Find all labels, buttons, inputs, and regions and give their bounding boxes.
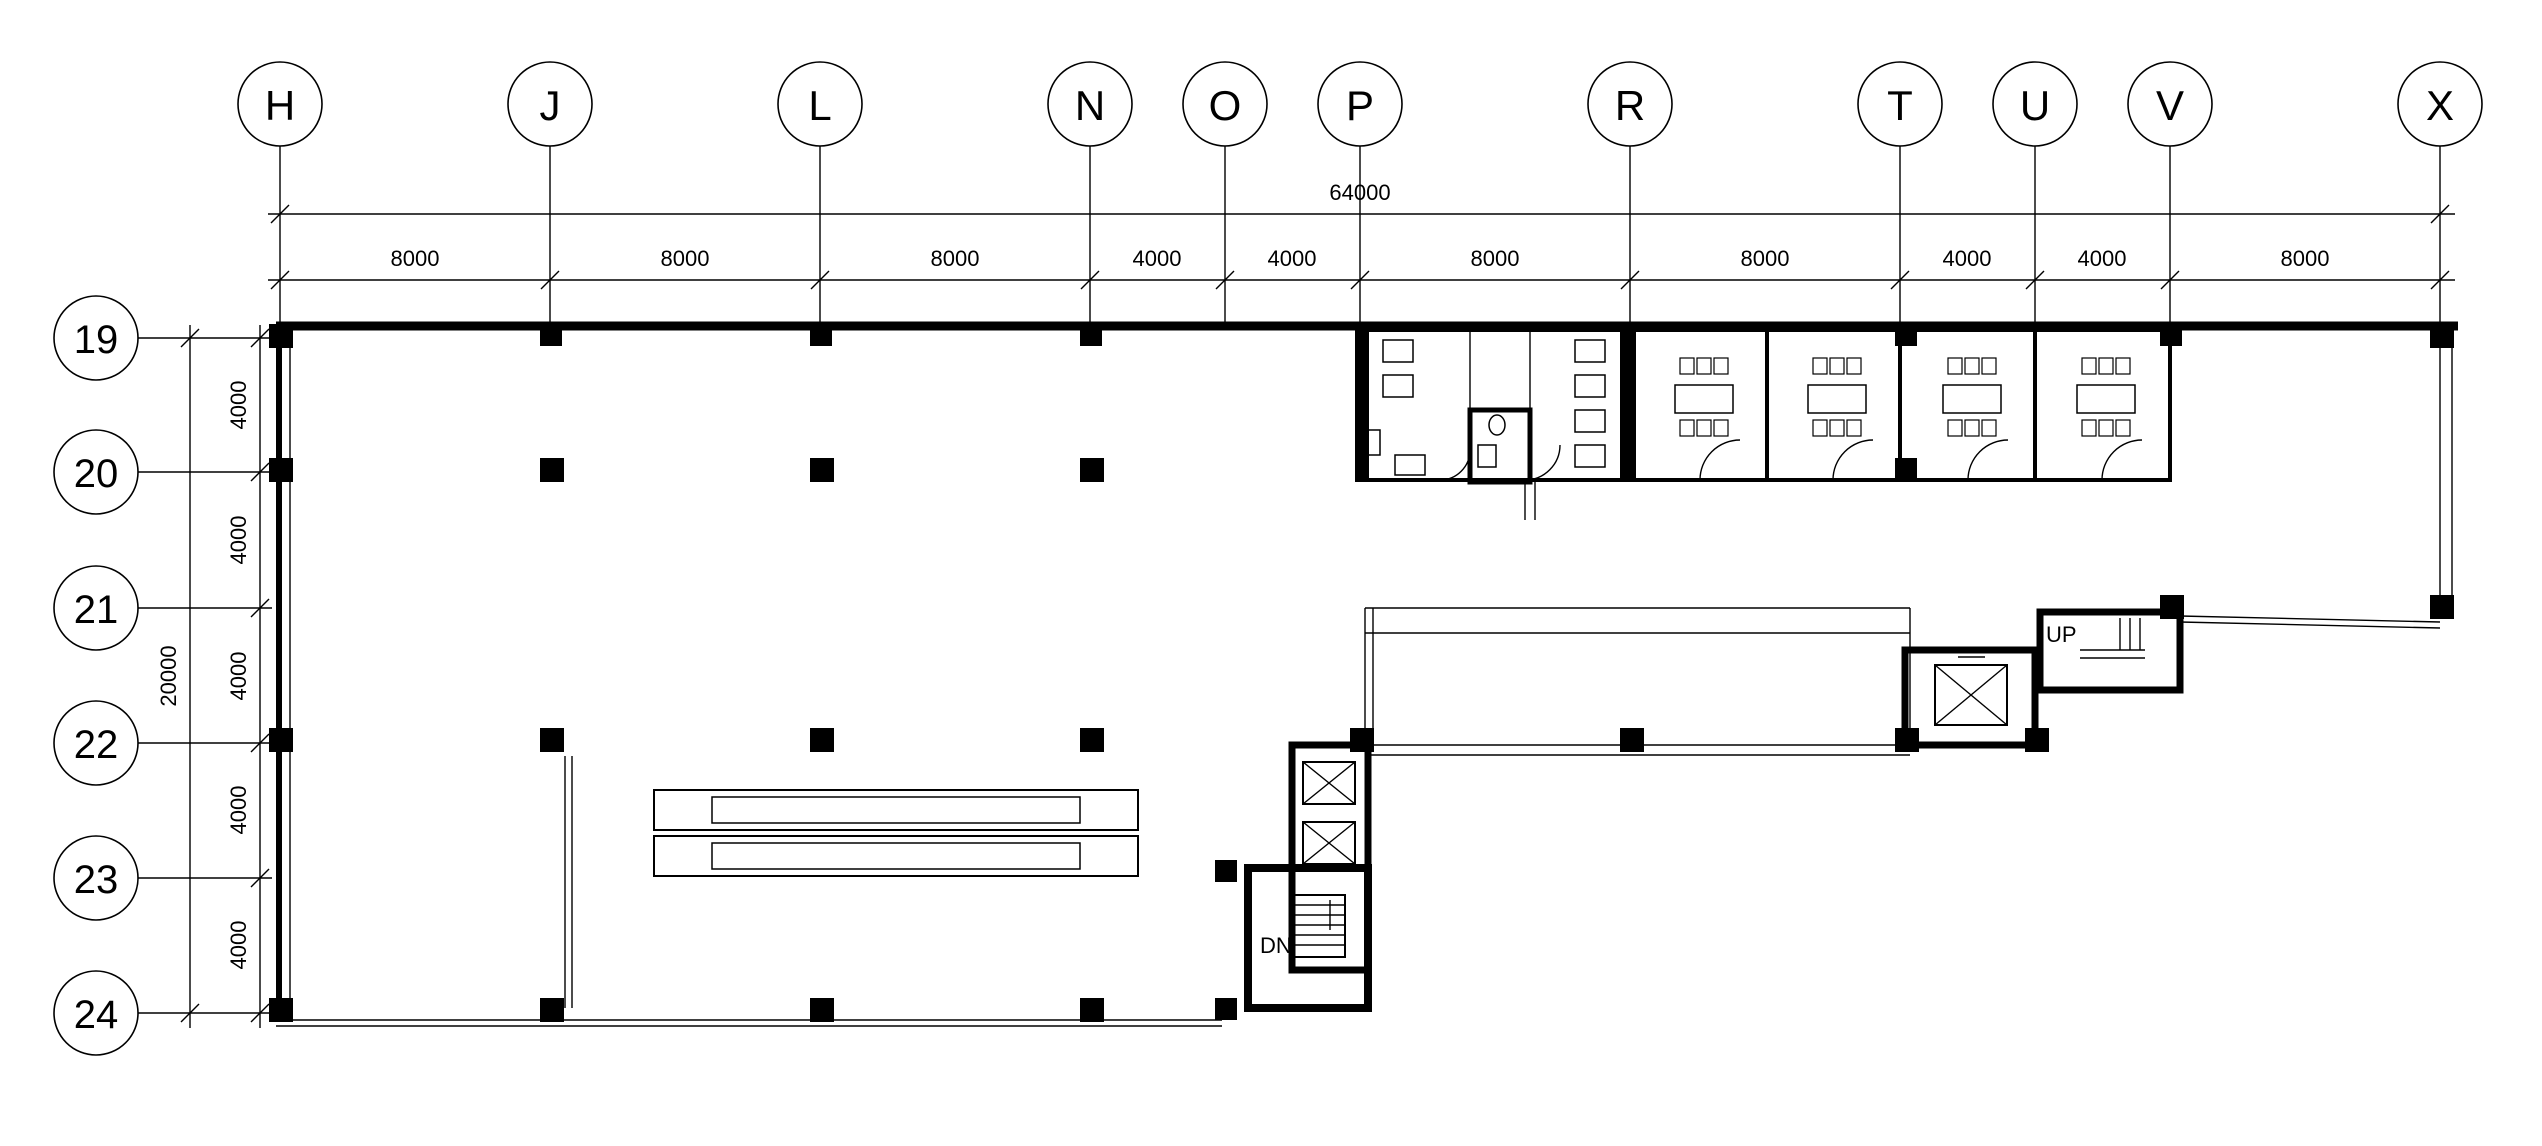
dim-22-23: 4000 <box>226 786 251 835</box>
dim-overall-width: 64000 <box>1329 180 1390 205</box>
escalators <box>653 789 1139 877</box>
column <box>540 728 564 752</box>
column <box>1215 998 1237 1020</box>
dim-21-22: 4000 <box>226 652 251 701</box>
dim-P-R: 8000 <box>1471 246 1520 271</box>
column <box>1895 458 1917 480</box>
grid-bubble-P: P <box>1317 61 1403 330</box>
grid-bubble-23: 23 <box>53 835 272 921</box>
top-dim-ticks <box>270 270 2450 290</box>
column <box>1620 728 1644 752</box>
column <box>2430 324 2454 348</box>
grid-label-24: 24 <box>74 993 119 1037</box>
column <box>269 728 293 752</box>
meeting-room-3 <box>1898 328 2037 482</box>
meeting-room-4 <box>2033 328 2172 482</box>
dim-20-21: 4000 <box>226 516 251 565</box>
grid-label-O: O <box>1209 82 1242 129</box>
dim-23-24: 4000 <box>226 921 251 970</box>
grid-bubble-21: 21 <box>53 565 272 651</box>
column <box>269 458 293 482</box>
east-stair <box>2036 608 2184 694</box>
column <box>2025 728 2049 752</box>
column <box>1215 860 1237 882</box>
dim-U-V: 4000 <box>2078 246 2127 271</box>
grid-label-N: N <box>1075 82 1105 129</box>
grid-bubble-X: X <box>2397 61 2483 330</box>
column <box>810 728 834 752</box>
stair-down-label: DN <box>1260 933 1292 958</box>
grid-bubble-N: N <box>1047 61 1133 330</box>
column <box>1895 324 1917 346</box>
column <box>1080 728 1104 752</box>
grid-label-R: R <box>1615 82 1645 129</box>
grid-label-P: P <box>1346 82 1374 129</box>
column <box>810 998 834 1022</box>
grid-label-23: 23 <box>74 858 119 902</box>
dim-J-L: 8000 <box>661 246 710 271</box>
column <box>269 324 293 348</box>
top-dimension-lines <box>268 204 2455 290</box>
grid-bubble-U: U <box>1992 61 2078 330</box>
grid-label-U: U <box>2020 82 2050 129</box>
column <box>810 458 834 482</box>
column <box>540 998 564 1022</box>
east-elevator <box>1901 646 2039 749</box>
dim-H-J: 8000 <box>391 246 440 271</box>
dim-overall-depth: 20000 <box>156 645 181 706</box>
grid-label-19: 19 <box>74 318 119 362</box>
column <box>1080 998 1104 1022</box>
grid-label-X: X <box>2426 82 2454 129</box>
grid-label-21: 21 <box>74 588 119 632</box>
grid-bubble-H: H <box>237 61 323 330</box>
column <box>269 998 293 1022</box>
grid-label-H: H <box>265 82 295 129</box>
grid-bubble-O: O <box>1182 61 1268 325</box>
column <box>1080 324 1102 346</box>
grid-bubble-20: 20 <box>53 429 272 515</box>
grid-bubble-22: 22 <box>53 700 272 786</box>
grid-label-T: T <box>1887 82 1913 129</box>
grid-label-L: L <box>808 82 831 129</box>
dim-R-T: 8000 <box>1741 246 1790 271</box>
grid-label-J: J <box>540 82 561 129</box>
column <box>540 324 562 346</box>
grid-bubble-L: L <box>777 61 863 330</box>
grid-bubble-24: 24 <box>53 970 272 1056</box>
meeting-room-2 <box>1765 328 1902 482</box>
column <box>1895 728 1919 752</box>
column <box>1350 728 1374 752</box>
column <box>810 324 832 346</box>
column <box>2430 595 2454 619</box>
stair-up-label: UP <box>2046 622 2077 647</box>
elevator-core <box>1244 741 1372 1012</box>
column <box>540 458 564 482</box>
column <box>2160 595 2184 619</box>
column <box>2160 324 2182 346</box>
meeting-room-1 <box>1632 328 1769 482</box>
grid-bubble-R: R <box>1587 61 1673 330</box>
dim-T-U: 4000 <box>1943 246 1992 271</box>
structural-columns <box>269 324 2454 1022</box>
dim-L-N: 8000 <box>931 246 980 271</box>
dim-19-20: 4000 <box>226 381 251 430</box>
restroom-core <box>1355 328 1634 520</box>
grid-label-V: V <box>2156 82 2184 129</box>
grid-label-22: 22 <box>74 723 119 767</box>
grid-bubble-J: J <box>507 61 593 330</box>
dim-O-P: 4000 <box>1268 246 1317 271</box>
elevator-car-1 <box>1302 761 1356 805</box>
column <box>1080 458 1104 482</box>
dim-N-O: 4000 <box>1133 246 1182 271</box>
grid-bubble-V: V <box>2127 61 2213 330</box>
left-dimension-lines <box>180 325 270 1028</box>
grid-bubble-T: T <box>1857 61 1943 330</box>
building-outline <box>276 321 2458 1027</box>
grid-bubble-19: 19 <box>53 295 272 381</box>
dim-V-X: 8000 <box>2281 246 2330 271</box>
grid-label-20: 20 <box>74 452 119 496</box>
